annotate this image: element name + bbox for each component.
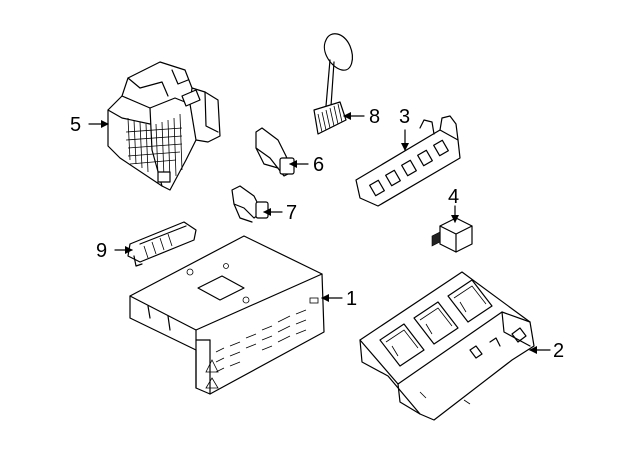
relay-bracket: [355, 115, 461, 207]
callout-9: 9: [96, 240, 107, 262]
callout-8: 8: [369, 106, 380, 128]
fuse-large: [255, 127, 295, 177]
fuse-small: [231, 185, 269, 223]
callout-3: 3: [399, 106, 410, 128]
relay: [431, 217, 473, 253]
leader-lines: [88, 112, 551, 354]
callout-1: 1: [346, 288, 357, 310]
callout-2: 2: [553, 340, 564, 362]
callout-4: 4: [448, 186, 459, 208]
fuse-connector: [127, 221, 197, 267]
callout-6: 6: [313, 154, 324, 176]
control-module: [359, 271, 535, 421]
callout-5: 5: [70, 114, 81, 136]
junction-block: [129, 235, 325, 395]
callout-7: 7: [286, 202, 297, 224]
fuse-box-housing: [107, 61, 221, 191]
fuse-puller: [313, 33, 353, 135]
